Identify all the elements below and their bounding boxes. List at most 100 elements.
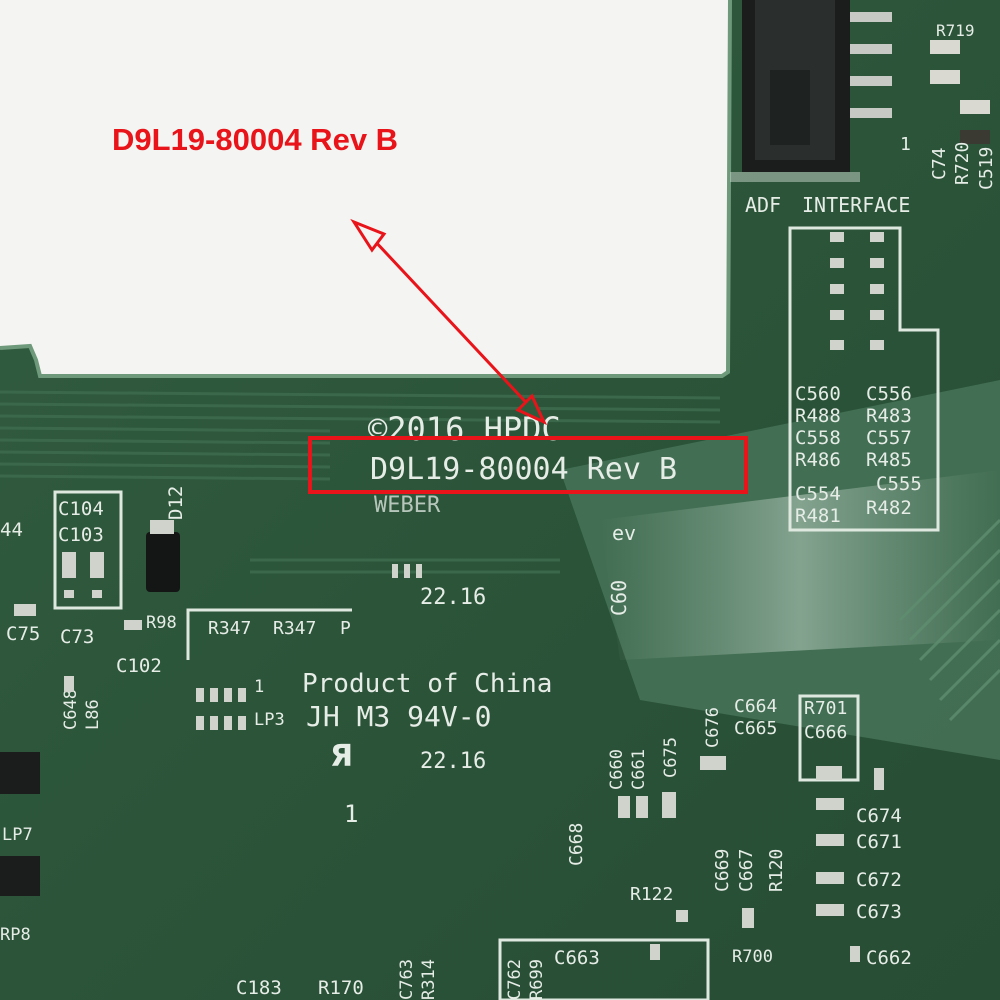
pin1-marker: 1 [344, 800, 358, 828]
ref-c102: C102 [116, 655, 162, 677]
ref-c661: C661 [629, 749, 649, 790]
ref-c104: C104 [58, 498, 104, 520]
ref-c556: C556 [866, 383, 912, 405]
chip-089 [0, 752, 40, 794]
ref-c558: C558 [795, 427, 841, 449]
ref-c662: C662 [866, 947, 912, 969]
ref-c668: C668 [566, 823, 587, 866]
ref-r481: R481 [795, 505, 841, 527]
ref-r120: R120 [766, 849, 787, 892]
part-number-marking: D9L19-80004 Rev B [370, 452, 677, 487]
ref-r483: R483 [866, 405, 912, 427]
ref-r482: R482 [866, 497, 912, 519]
mid-right-parts [618, 756, 884, 962]
ref-r719: R719 [936, 21, 975, 40]
ref-c672: C672 [856, 869, 902, 891]
r-c-block-outline [788, 226, 940, 532]
r347-outline [186, 608, 352, 660]
c75-part [14, 604, 36, 616]
connector-pin1-label: 1 [900, 134, 911, 155]
ref-r486: R486 [795, 449, 841, 471]
ref-c675: C675 [661, 737, 681, 778]
ref-r122: R122 [630, 884, 673, 905]
ref-r347-b: R347 [273, 618, 316, 639]
ref-c665: C665 [734, 718, 777, 739]
ref-r701: R701 [804, 698, 847, 719]
ref-lp7: LP7 [2, 825, 33, 845]
ref-c664: C664 [734, 696, 777, 717]
chip-rp8 [0, 856, 40, 896]
ref-c671: C671 [856, 831, 902, 853]
ref-lp3: LP3 [254, 710, 285, 730]
ref-r485: R485 [866, 449, 912, 471]
adf-label: ADF [745, 193, 781, 217]
diode-d12-pad [150, 520, 174, 534]
ref-c673: C673 [856, 901, 902, 923]
ref-c663: C663 [554, 947, 600, 969]
ref-c44: 44 [0, 519, 23, 541]
c104-pad-2 [90, 552, 104, 578]
ref-p: P [340, 618, 351, 639]
ref-d12: D12 [165, 486, 187, 520]
ref-r98: R98 [146, 613, 177, 633]
c104-pad-1 [62, 552, 76, 578]
board-edge [0, 0, 732, 378]
callout-arrow [350, 218, 548, 426]
trace-lines [0, 390, 721, 574]
c103-pad-1 [64, 590, 74, 598]
c104-box [53, 490, 123, 610]
ref-r699: R699 [527, 959, 547, 1000]
ul-mark-icon: Я [330, 739, 353, 774]
r98-part [124, 620, 142, 630]
ref-c667: C667 [736, 849, 757, 892]
ref-c676: C676 [703, 707, 723, 748]
ref-r488: R488 [795, 405, 841, 427]
ref-c666: C666 [804, 722, 847, 743]
ref-rp8: RP8 [0, 925, 31, 945]
adf-connector [730, 0, 892, 182]
ref-c669: C669 [712, 849, 733, 892]
weber-marking: WEBER [374, 493, 441, 518]
ref-c555: C555 [876, 473, 922, 495]
ref-c60: C60 [607, 580, 631, 616]
product-of-china-marking: Product of China [302, 669, 552, 699]
ref-c103: C103 [58, 524, 104, 546]
r-c-block-pads [830, 232, 884, 350]
ref-l86: L86 [83, 699, 103, 730]
diode-d12 [146, 532, 180, 592]
ref-c73: C73 [60, 626, 94, 648]
c103-pad-2 [92, 590, 102, 598]
ref-r720: R720 [952, 142, 973, 185]
ref-c560: C560 [795, 383, 841, 405]
ref-c674: C674 [856, 805, 902, 827]
c648-part [64, 676, 74, 692]
rating-marking: JH M3 94V-0 [306, 700, 491, 733]
ref-c660: C660 [607, 749, 627, 790]
ref-lp3-pin1: 1 [254, 677, 264, 697]
ref-r700: R700 [732, 947, 773, 967]
ev-marking: ev [612, 521, 636, 545]
diagonal-traces [898, 518, 1000, 722]
ref-c763: C763 [397, 959, 417, 1000]
ref-r347-a: R347 [208, 618, 251, 639]
ref-c648: C648 [61, 689, 81, 730]
interface-label: INTERFACE [802, 193, 910, 217]
highlight-box [308, 436, 748, 494]
callout-label: D9L19-80004 Rev B [112, 122, 399, 157]
ref-c554: C554 [795, 483, 841, 505]
ref-r170: R170 [318, 977, 364, 999]
pcb-shine-band [600, 470, 1000, 660]
ref-c75: C75 [6, 623, 40, 645]
top-right-components [930, 40, 990, 144]
lp3-pads [196, 564, 422, 730]
ref-c519: C519 [976, 147, 997, 190]
ref-c183: C183 [236, 977, 282, 999]
ref-c557: C557 [866, 427, 912, 449]
c663-box [498, 938, 710, 1000]
date-code-bottom: 22.16 [420, 749, 486, 774]
ref-r314: R314 [419, 959, 439, 1000]
ref-c762: C762 [505, 959, 525, 1000]
ref-c74: C74 [929, 147, 950, 180]
